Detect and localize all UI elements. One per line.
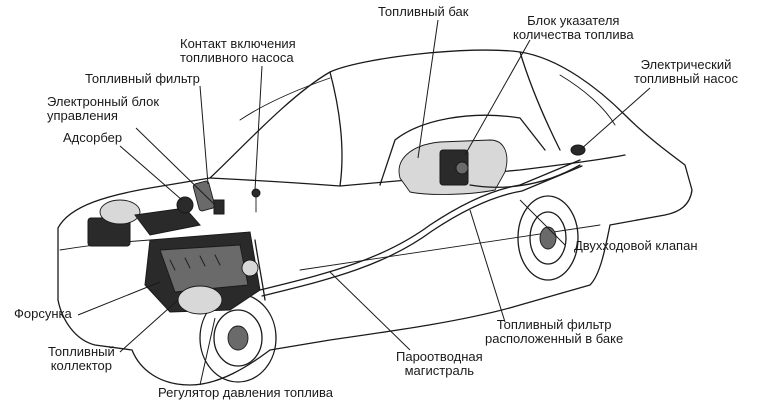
label-ecu: Электронный блок управления [47,94,160,123]
label-fuel-tank: Топливный бак [378,4,469,19]
label-fuel-filter: Топливный фильтр [85,71,200,86]
label-vapor-line: Пароотводная магистраль [396,349,483,378]
leader-lines [77,19,651,386]
label-pump-switch: Контакт включения топливного насоса [180,36,296,65]
label-fuel-rail: Топливный коллектор [48,344,115,373]
label-electric-pump: Электрический топливный насос [634,57,739,86]
label-gauge-unit: Блок указателя количества топлива [513,13,634,42]
label-adsorber: Адсорбер [63,130,123,145]
engine-components [87,180,261,315]
fuel-lines [254,144,586,301]
label-injector: Форсунка [14,306,72,321]
label-tank-filter: Топливный фильтр расположенный в баке [485,317,624,346]
label-two-way-valve: Двухходовой клапан [574,238,698,253]
label-pressure-regulator: Регулятор давления топлива [158,385,334,400]
fuel-tank-shape [398,139,508,195]
